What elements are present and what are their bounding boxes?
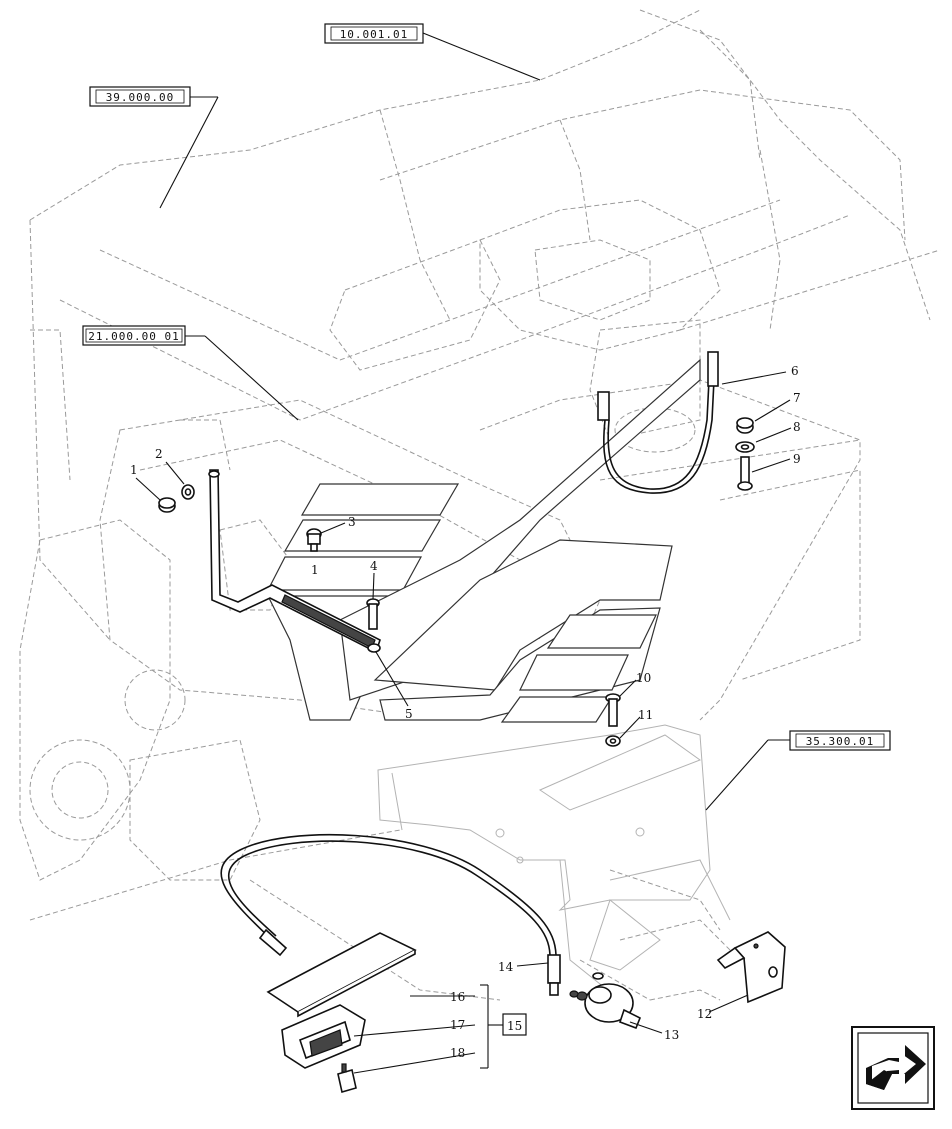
- callout-numbers: 1 2 3 1 4 5 6 7 8 9 10 11 12 13 14 15 16…: [130, 364, 801, 1060]
- ref-box-battery-support[interactable]: 35.300.01: [789, 730, 891, 751]
- part-14-battery-cable: [220, 833, 561, 996]
- part-2-washer: [181, 484, 195, 500]
- ref-engine-label: 10.001.01: [340, 28, 409, 41]
- ref-battery-support-label: 35.300.01: [806, 735, 875, 748]
- ref-box-cooling[interactable]: 39.000.00: [89, 86, 191, 107]
- part-18-fuse: [337, 1063, 357, 1094]
- part-11-washer: [605, 735, 621, 747]
- callout-12: 12: [697, 1007, 712, 1021]
- callout-1b: 1: [311, 563, 319, 577]
- part-6-cable: [597, 351, 719, 494]
- ref-transmission-label: 21.000.00 01: [88, 330, 179, 343]
- callout-5: 5: [405, 707, 413, 721]
- callout-7: 7: [793, 391, 801, 405]
- callout-15: 15: [507, 1019, 522, 1033]
- callout-15-box: [502, 1013, 527, 1036]
- next-page-button[interactable]: [851, 1026, 935, 1110]
- part-10-bolt: [605, 693, 621, 727]
- part-5-ground-strap: [208, 469, 381, 654]
- engine-ghost-outline: [19, 9, 941, 1001]
- part-7-nut: [736, 417, 754, 434]
- leader-lines: [135, 32, 890, 1074]
- callout-4: 4: [370, 559, 378, 573]
- callout-8: 8: [793, 420, 801, 434]
- part-3-screw: [306, 528, 322, 552]
- callout-14: 14: [498, 960, 514, 974]
- ref-box-transmission[interactable]: 21.000.00 01: [82, 325, 186, 346]
- callout-2: 2: [155, 447, 163, 461]
- ref-box-engine[interactable]: 10.001.01: [324, 23, 424, 44]
- callout-16: 16: [450, 990, 465, 1004]
- callout-3: 3: [348, 515, 356, 529]
- callout-11: 11: [638, 708, 653, 722]
- part-4-bolt: [366, 598, 380, 630]
- part-12-bracket: [716, 931, 786, 1004]
- part-13-battery-switch: [569, 972, 642, 1030]
- part-9-bolt: [737, 456, 753, 491]
- part-8-washer: [735, 441, 755, 453]
- callout-13: 13: [664, 1028, 679, 1042]
- brand-logo-watermark: [267, 358, 701, 723]
- ref-cooling-label: 39.000.00: [106, 91, 175, 104]
- callout-18: 18: [450, 1046, 465, 1060]
- callout-9: 9: [793, 452, 801, 466]
- callout-10: 10: [636, 671, 651, 685]
- callout-17: 17: [450, 1018, 465, 1032]
- arrow-right-icon: [866, 1045, 926, 1090]
- callout-6: 6: [791, 364, 799, 378]
- callout-1: 1: [130, 463, 138, 477]
- part-16-cover-plate: [266, 932, 417, 1018]
- part-1-nut: [158, 497, 176, 513]
- part-17-fuse-holder: [281, 1004, 366, 1069]
